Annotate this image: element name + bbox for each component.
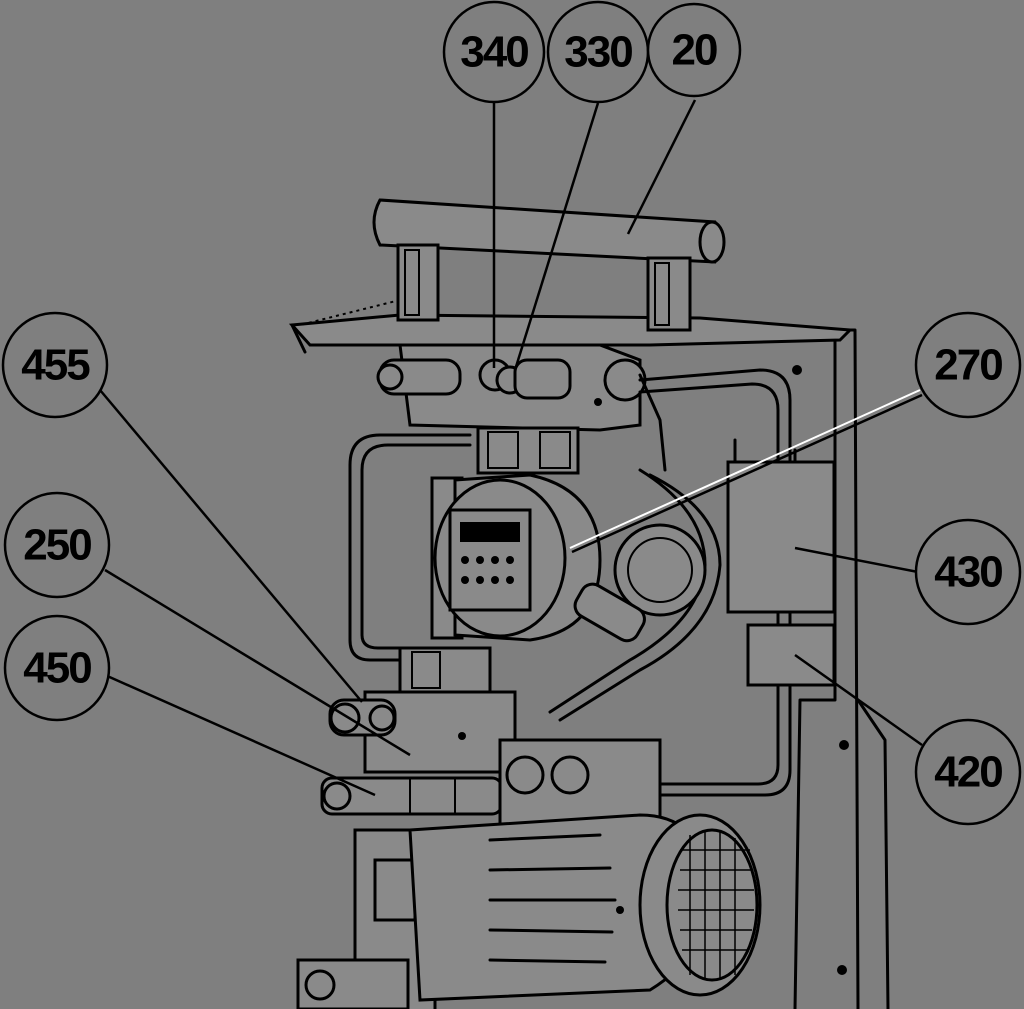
callout-20-label: 20 <box>672 26 717 75</box>
leader-250 <box>104 568 411 757</box>
callout-20: 20 <box>646 2 742 98</box>
callout-270-label: 270 <box>934 341 1002 390</box>
handle-part-20 <box>372 198 726 332</box>
leader-270 <box>571 393 923 554</box>
leader-455 <box>99 389 363 703</box>
motor <box>296 813 762 1009</box>
leader-450 <box>104 673 376 797</box>
callouts: 340 330 20 455 270 250 430 450 <box>1 0 1022 826</box>
callout-450: 450 <box>3 614 111 722</box>
leader-lines <box>99 99 923 797</box>
callout-250-label: 250 <box>23 521 91 570</box>
callout-330: 330 <box>546 0 650 104</box>
callout-455-label: 455 <box>21 341 90 390</box>
callout-430: 430 <box>914 518 1022 626</box>
callout-420: 420 <box>914 718 1022 826</box>
center-fittings <box>476 426 580 475</box>
leader-430 <box>794 546 919 574</box>
callout-340-label: 340 <box>460 28 528 77</box>
rear-plates <box>726 438 836 687</box>
callout-455: 455 <box>1 311 109 419</box>
valve-block-lower <box>320 646 517 816</box>
leader-270-white <box>569 389 921 549</box>
leader-20 <box>626 99 697 235</box>
gauge-part-270 <box>430 473 707 643</box>
callout-270: 270 <box>914 311 1022 419</box>
valve-block-top <box>376 343 667 472</box>
callout-430-label: 430 <box>934 548 1002 597</box>
leader-420 <box>794 653 923 747</box>
callout-340: 340 <box>442 0 546 104</box>
callout-250: 250 <box>3 491 111 599</box>
callout-420-label: 420 <box>934 748 1002 797</box>
top-plate <box>288 299 854 354</box>
callout-330-label: 330 <box>564 28 632 77</box>
leader-330 <box>513 102 600 371</box>
callout-450-label: 450 <box>23 644 91 693</box>
